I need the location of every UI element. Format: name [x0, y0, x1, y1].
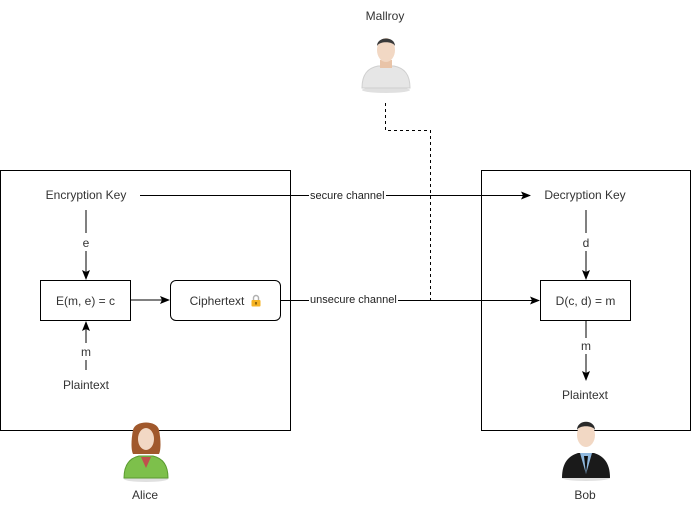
key-e-edge-label: e [82, 236, 90, 250]
encrypt-function-box[interactable]: E(m, e) = c [40, 280, 131, 321]
plaintext-label-alice: Plaintext [62, 378, 110, 392]
secure-channel-label: secure channel [309, 190, 386, 203]
plaintext-label-bob: Plaintext [561, 388, 609, 402]
lock-icon [251, 294, 261, 307]
encryption-key-label: Encryption Key [45, 188, 127, 202]
mallroy-avatar-icon[interactable] [358, 30, 414, 97]
decryption-key-label: Decryption Key [544, 188, 626, 202]
unsecure-channel-label: unsecure channel [309, 294, 398, 307]
alice-name: Alice [131, 488, 159, 502]
mallroy-name: Mallroy [365, 9, 405, 23]
alice-avatar-icon[interactable] [121, 422, 171, 485]
bob-avatar-icon[interactable] [559, 416, 613, 485]
ciphertext-box[interactable]: Ciphertext [170, 280, 281, 321]
decrypt-function-box[interactable]: D(c, d) = m [540, 280, 631, 321]
decrypt-function-label: D(c, d) = m [555, 293, 616, 308]
key-d-edge-label: d [582, 236, 590, 250]
encrypt-function-label: E(m, e) = c [55, 293, 115, 308]
bob-name: Bob [574, 488, 596, 502]
message-m-edge-label-bob: m [581, 339, 591, 353]
ciphertext-label: Ciphertext [189, 293, 245, 308]
message-m-edge-label-alice: m [81, 345, 91, 359]
edge-eavesdrop [385, 103, 431, 300]
